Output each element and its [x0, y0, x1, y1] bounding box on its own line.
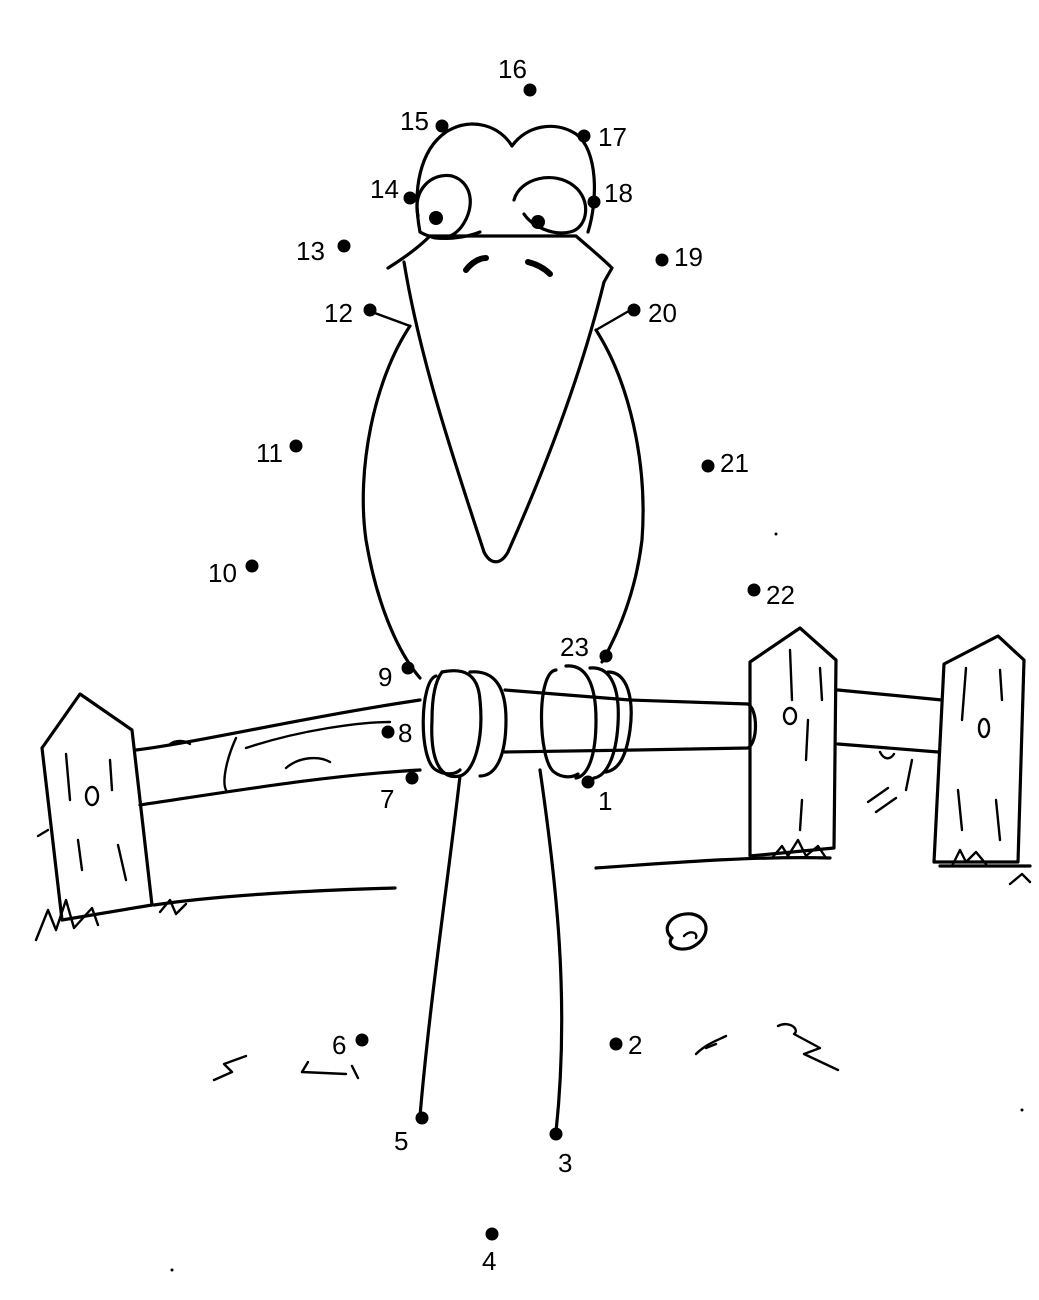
dot-marker: [245, 559, 259, 573]
dot-marker: [609, 1037, 623, 1051]
dot-number-label: 2: [628, 1030, 642, 1060]
dot-number-label: 18: [604, 178, 633, 208]
bird-right-eye: [512, 176, 588, 235]
bird-left-foot: [421, 669, 508, 779]
dot-8: 8: [381, 718, 412, 748]
dot-19: 19: [655, 242, 703, 272]
dot-marker: [599, 649, 613, 663]
dot-marker: [627, 303, 641, 317]
dot-number-label: 21: [720, 448, 749, 478]
fence: [34, 626, 1032, 942]
dot-number-label: 15: [400, 106, 429, 136]
bird: [361, 122, 645, 1134]
dot-marker: [405, 771, 419, 785]
dot-20: 20: [627, 298, 677, 328]
dot-number-label: 5: [394, 1126, 408, 1156]
dot-number-label: 9: [378, 662, 392, 692]
dot-number-label: 4: [482, 1246, 496, 1276]
dot-22: 22: [747, 580, 795, 610]
dot-number-label: 14: [370, 174, 399, 204]
dot-number-label: 6: [332, 1030, 346, 1060]
dot-marker: [587, 195, 601, 209]
bird-body: [361, 324, 422, 680]
dot-marker: [401, 661, 415, 675]
dot-number-label: 19: [674, 242, 703, 272]
dot-marker: [289, 439, 303, 453]
dot-17: 17: [577, 122, 627, 152]
dot-marker: [381, 725, 395, 739]
dot-5: 5: [394, 1111, 429, 1156]
dot-marker: [435, 119, 449, 133]
dot-marker: [415, 1111, 429, 1125]
dot-7: 7: [380, 771, 419, 814]
dot-6: 6: [332, 1030, 369, 1060]
dot-marker: [363, 303, 377, 317]
dot-11: 11: [256, 438, 303, 468]
dot-marker: [337, 239, 351, 253]
bird-left-eye: [415, 173, 472, 240]
left-fence-post: [40, 692, 154, 922]
dot-marker: [747, 583, 761, 597]
dot-15: 15: [400, 106, 449, 136]
dot-number-label: 20: [648, 298, 677, 328]
dot-number-label: 17: [598, 122, 627, 152]
dot-21: 21: [701, 448, 749, 478]
dot-9: 9: [378, 661, 415, 692]
right-fence-post: [748, 626, 838, 858]
dot-marker: [577, 129, 591, 143]
dot-marker: [355, 1033, 369, 1047]
dot-4: 4: [482, 1227, 499, 1276]
dot-number-label: 12: [324, 298, 353, 328]
dot-number-label: 8: [398, 718, 412, 748]
dot-number-label: 1: [598, 786, 612, 816]
dot-marker: [403, 191, 417, 205]
dot-number-label: 10: [208, 558, 237, 588]
left-upper-rail: [134, 698, 422, 752]
bird-head: [415, 122, 596, 234]
dot-marker: [655, 253, 669, 267]
dot-12: 12: [324, 298, 377, 328]
bird-beak: [386, 234, 614, 564]
dot-13: 13: [296, 236, 351, 266]
dot-number-label: 3: [558, 1148, 572, 1178]
dot-10: 10: [208, 558, 259, 588]
dot-number-label: 7: [380, 784, 394, 814]
dot-2: 2: [609, 1030, 642, 1060]
dot-marker: [549, 1127, 563, 1141]
dot-14: 14: [370, 174, 417, 205]
dot-number-label: 16: [498, 54, 527, 84]
dot-3: 3: [549, 1127, 572, 1178]
dot-marker: [581, 775, 595, 789]
dot-16: 16: [498, 54, 537, 97]
dot-number-label: 13: [296, 236, 325, 266]
dot-number-label: 23: [560, 632, 589, 662]
ground-doodles: [212, 912, 840, 1082]
dot-number-label: 22: [766, 580, 795, 610]
dot-marker: [701, 459, 715, 473]
dot-marker: [523, 83, 537, 97]
dot-18: 18: [587, 178, 633, 209]
dot-marker: [485, 1227, 499, 1241]
dot-number-label: 11: [256, 438, 283, 468]
bird-right-foot: [539, 664, 633, 780]
bird-left-leg: [418, 774, 462, 1118]
perch-rail: [503, 688, 758, 754]
dot-1: 1: [581, 775, 612, 816]
dot-23: 23: [560, 632, 613, 663]
